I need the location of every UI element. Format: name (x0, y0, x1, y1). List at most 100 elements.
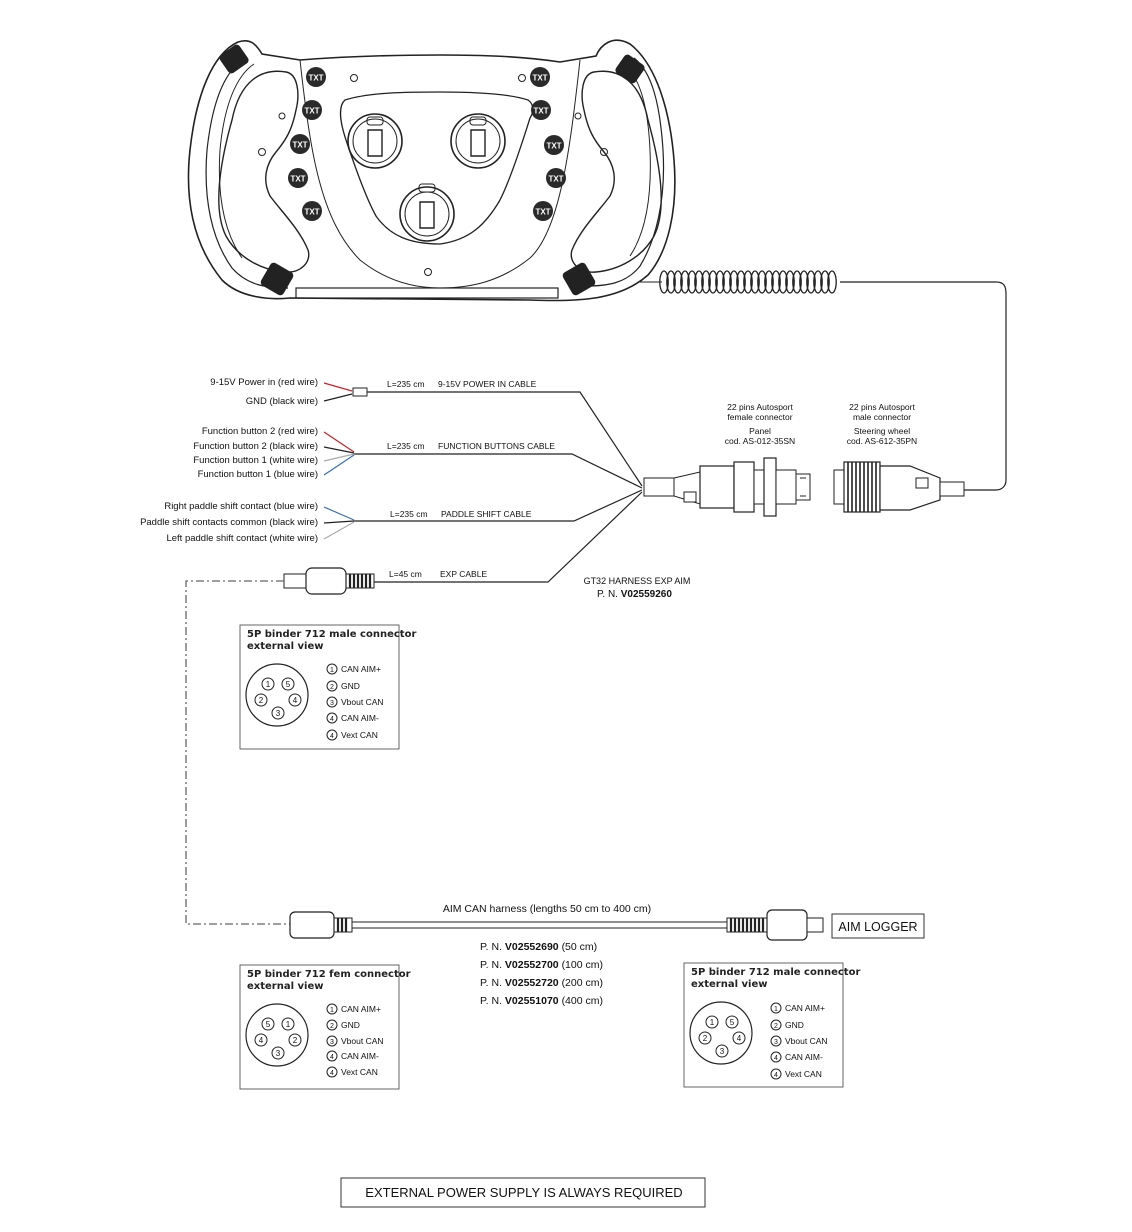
coil-loop (799, 270, 809, 294)
pn-length: (100 cm) (562, 959, 603, 971)
screw-icon (424, 268, 432, 276)
connector-label: Steering wheel (854, 426, 910, 436)
button-label: TXT (548, 175, 563, 184)
pin-number: 4 (330, 1070, 334, 1077)
wheel-connector-label: 22 pins Autosport male connector Steerin… (847, 402, 917, 446)
pn-line: P. N. V02552690 (50 cm) (480, 941, 597, 953)
pn-line: P. N. V02551070 (400 cm) (480, 995, 603, 1007)
pin-label: GND (341, 681, 360, 691)
coil-loop (708, 270, 718, 294)
power-plug (352, 387, 368, 397)
wire-label: Paddle shift contacts common (black wire… (140, 517, 318, 528)
pn-line: P. N. V02552720 (200 cm) (480, 977, 603, 989)
connector-ring (915, 477, 929, 489)
wheel-outer-rim (187, 39, 676, 302)
bottom-display-bar (295, 287, 559, 299)
coil-loop (729, 270, 739, 294)
screw-icon (278, 112, 286, 120)
wheel-button: TXT (546, 168, 566, 188)
pn-length: (200 cm) (562, 977, 603, 989)
pn-prefix: P. N. (480, 977, 502, 989)
coil-loop (694, 270, 704, 294)
pin-number: 4 (330, 1054, 334, 1061)
button-label: TXT (532, 74, 547, 83)
button-label: TXT (292, 141, 307, 150)
steering-wheel: TXT TXT TXT TXT TXT TXT TXT TXT TXT TXT (187, 39, 676, 302)
exp-binder-connector (283, 567, 375, 595)
pn-value: V02552700 (505, 959, 559, 971)
corner-block-tr (615, 54, 645, 84)
connector-label: 22 pins Autosport (849, 402, 915, 412)
cable-length: L=235 cm (390, 509, 428, 519)
right-grip (570, 70, 662, 273)
pin-label: CAN AIM+ (341, 1004, 381, 1014)
pin-label: Vext CAN (785, 1069, 822, 1079)
face-pin-number: 2 (293, 1036, 298, 1045)
coil-loop (666, 270, 676, 294)
coil-loop (750, 270, 760, 294)
face-pin-number: 2 (703, 1034, 708, 1043)
cable-name: FUNCTION BUTTONS CABLE (438, 441, 555, 451)
face-pin-number: 5 (286, 680, 291, 689)
coil-loop (792, 270, 802, 294)
paddle-wires: Right paddle shift contact (blue wire) P… (140, 489, 643, 544)
coil-loop (743, 270, 753, 294)
wheel-button: TXT (530, 67, 550, 87)
pin-label: GND (341, 1020, 360, 1030)
coil-loop (827, 270, 837, 294)
wire-label: GND (black wire) (246, 396, 318, 407)
pin-number: 3 (774, 1039, 778, 1046)
face-pin-number: 1 (710, 1018, 715, 1027)
face-pin-number: 1 (286, 1020, 291, 1029)
binder-box-male-bottom: 5P binder 712 male connector external vi… (683, 962, 860, 1088)
connector-face: 5 1 4 2 3 (245, 1003, 309, 1067)
aim-logger-box: AIM LOGGER (831, 913, 925, 939)
connector-label: cod. AS-612-35PN (847, 436, 917, 446)
connector-face: 1 5 2 4 3 (245, 663, 309, 727)
pin-label: Vext CAN (341, 730, 378, 740)
cable-length: L=235 cm (387, 379, 425, 389)
button-label: TXT (304, 208, 319, 217)
face-pin-number: 1 (266, 680, 271, 689)
coil-loop (680, 270, 690, 294)
coil-loop (764, 270, 774, 294)
power-wires: 9-15V Power in (red wire) GND (black wir… (210, 377, 643, 487)
aim-logger-label: AIM LOGGER (838, 920, 917, 934)
cable-length: L=235 cm (387, 441, 425, 451)
face-pin-number: 4 (259, 1036, 264, 1045)
face-pin-number: 3 (276, 709, 281, 718)
button-label: TXT (546, 142, 561, 151)
pn-value: V02551070 (505, 995, 559, 1007)
rotary-knob-bottom (399, 183, 455, 242)
pin-number: 4 (774, 1055, 778, 1062)
coil-loop (806, 270, 816, 294)
face-pin-number: 3 (720, 1047, 725, 1056)
pn-prefix: P. N. (480, 959, 502, 971)
coil-loop (722, 270, 732, 294)
cable-name: PADDLE SHIFT CABLE (441, 509, 532, 519)
coil-loop (757, 270, 767, 294)
screw-icon (518, 74, 526, 82)
coil-loop (687, 270, 697, 294)
wire-label: Function button 2 (black wire) (193, 441, 318, 452)
box-subtitle: external view (247, 641, 323, 652)
coil-loop (715, 270, 725, 294)
wheel-button: TXT (306, 67, 326, 87)
face-pin-number: 5 (730, 1018, 735, 1027)
wheel-button: TXT (290, 134, 310, 154)
box-title: 5P binder 712 male connector (247, 629, 416, 640)
button-label: TXT (290, 175, 305, 184)
pin-number: 1 (774, 1006, 778, 1013)
can-harness: AIM CAN harness (lengths 50 cm to 400 cm… (289, 903, 824, 1007)
pn-prefix: P. N. (597, 589, 618, 600)
button-label: TXT (533, 107, 548, 116)
power-supply-note: EXTERNAL POWER SUPPLY IS ALWAYS REQUIRED (365, 1185, 682, 1200)
pin-label: GND (785, 1020, 804, 1030)
coil-loop (736, 270, 746, 294)
button-label: TXT (535, 208, 550, 217)
wheel-button: TXT (533, 201, 553, 221)
cable-length: L=45 cm (389, 569, 422, 579)
